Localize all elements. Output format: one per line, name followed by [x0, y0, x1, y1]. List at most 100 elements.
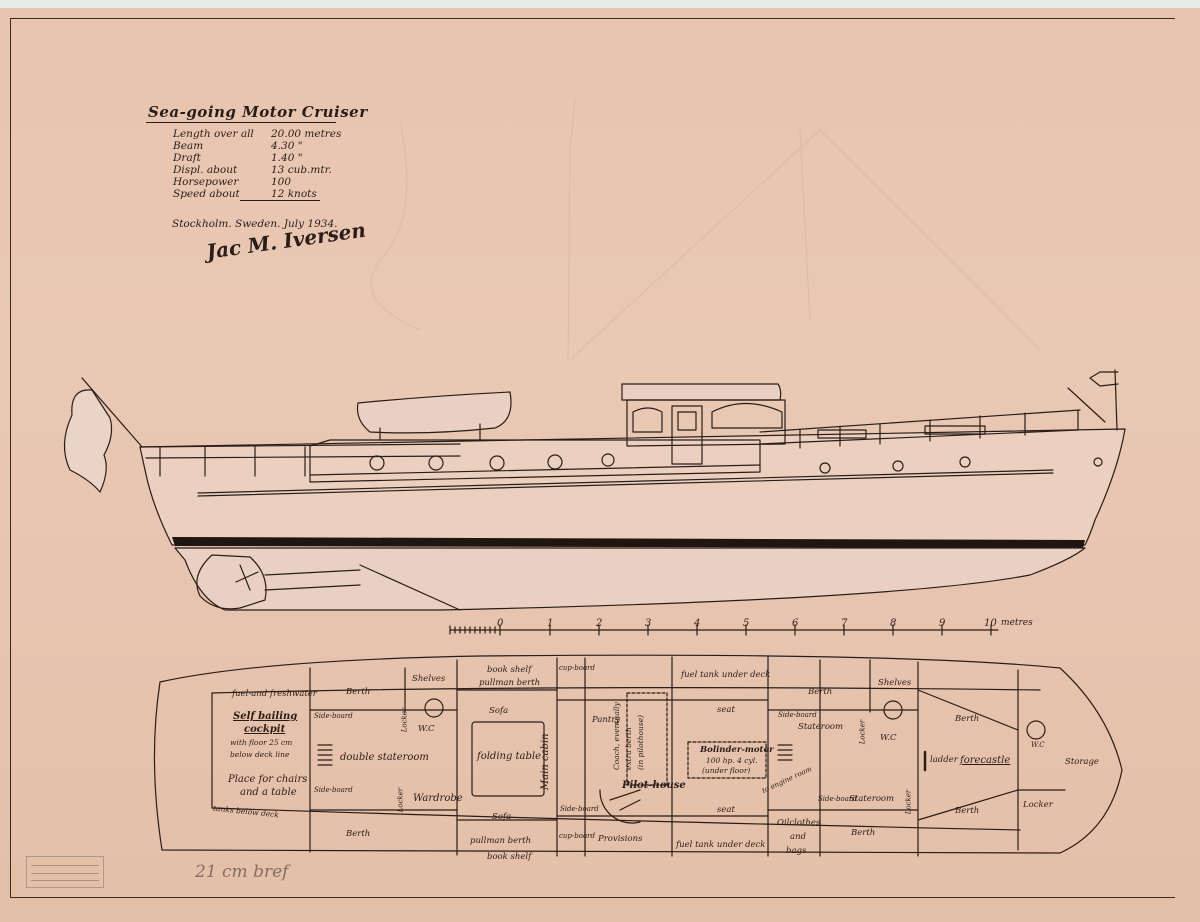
- label-wc-fwd: W.C: [880, 733, 897, 743]
- label-floor-note: with floor 25 cm: [230, 738, 293, 747]
- label-pilot-house: Pilot-house: [622, 780, 686, 791]
- foredeck-rail: [759, 409, 1081, 449]
- plan-outline: [153, 654, 1123, 854]
- folding-table-shape: [471, 721, 545, 797]
- label-fuel-freshwater: fuel-and freshwater: [232, 689, 317, 699]
- label-stateroom-fwd: Stateroom: [798, 722, 844, 732]
- label-fuel-tank-bottom: fuel tank under deck: [676, 840, 766, 850]
- aft-rail: [139, 443, 461, 477]
- label-floor-note: below deck line: [230, 750, 290, 759]
- pilot-house: [621, 383, 786, 465]
- plan-sheer-line: [211, 687, 1041, 694]
- label-locker: Locker: [904, 789, 913, 815]
- spec-rule: [240, 200, 320, 201]
- scale-number: 0: [497, 618, 504, 629]
- ladders: [317, 744, 793, 766]
- portholes: [369, 453, 1103, 474]
- label-berth-aft-port: Berth: [346, 687, 371, 697]
- dinghy: [356, 391, 512, 441]
- label-locker: Locker: [396, 787, 405, 813]
- label-sofa-top: Sofa: [489, 706, 509, 716]
- scale-number: 9: [939, 618, 946, 629]
- label-shelves-fwd: Shelves: [878, 678, 912, 688]
- label-book-shelf-top: book shelf: [487, 665, 532, 675]
- scale-number: 3: [645, 618, 652, 629]
- spec-value: 100: [271, 176, 292, 188]
- label-cupboard-top: cup-board: [559, 664, 595, 672]
- label-cockpit: cockpit: [244, 724, 286, 735]
- propeller: [235, 564, 259, 591]
- label-sideboard: Side-board: [778, 711, 817, 719]
- label-bolinder: Bolinder-motor: [700, 745, 774, 755]
- spec-label: Draft: [173, 152, 201, 164]
- label-folding-table: folding table: [477, 751, 542, 762]
- spec-label: Length over all: [173, 128, 254, 140]
- label-seat: seat: [717, 805, 735, 815]
- wc-bow-bowl: [1026, 720, 1046, 740]
- label-cupboard-bottom: cup-board: [559, 832, 595, 840]
- label-storage: Storage: [1065, 757, 1099, 767]
- spec-value: 12 knots: [271, 188, 317, 200]
- wc-fwd-bowl: [883, 700, 903, 720]
- label-forecastle: forecastle: [960, 755, 1011, 766]
- engine-outline: [687, 741, 767, 779]
- label-sofa-bottom: Sofa: [492, 812, 512, 822]
- scale-number: 8: [890, 618, 897, 629]
- spec-label: Horsepower: [173, 176, 239, 188]
- spec-label: Beam: [173, 140, 204, 152]
- label-ladder: ladder: [930, 755, 958, 765]
- label-book-shelf-bottom: book shelf: [487, 852, 532, 862]
- drawing-title: Sea-going Motor Cruiser: [148, 103, 368, 121]
- scale-bar: [449, 624, 999, 636]
- label-sideboard: Side-board: [314, 712, 353, 720]
- scale-number: 4: [694, 618, 701, 629]
- label-place-chairs: and a table: [240, 787, 297, 798]
- label-berth-fwd-room: Berth: [955, 714, 980, 724]
- scale-number: 7: [841, 618, 848, 629]
- label-berth-stbd-fwd: Berth: [851, 828, 876, 838]
- label-wc-aft: W.C: [418, 724, 435, 734]
- scale-number: 6: [792, 618, 799, 629]
- label-locker: Locker: [858, 719, 867, 745]
- bow-flagstaff: [1067, 369, 1119, 431]
- label-sideboard: Side-board: [818, 795, 857, 803]
- underbody: [174, 547, 1086, 611]
- label-main-cabin: Main cabin: [540, 733, 551, 790]
- label-pullman-berth-top: pullman berth: [479, 678, 541, 688]
- label-locker-bow: Locker: [1023, 800, 1053, 810]
- scale-number: 2: [596, 618, 603, 629]
- place-date: Stockholm. Sweden. July 1934.: [172, 218, 338, 230]
- spec-value: 20.00 metres: [271, 128, 342, 140]
- label-wc-bow: W.C: [1031, 741, 1045, 749]
- deckhouse: [309, 439, 761, 483]
- pencil-sketch: [370, 99, 1041, 361]
- title-underline: [146, 122, 336, 123]
- rudder: [196, 554, 267, 610]
- label-oilclothes: Oilclothes: [777, 818, 821, 828]
- coach-outline: [626, 692, 668, 786]
- archive-stamp: [26, 856, 104, 888]
- plan-bulkheads: [309, 656, 1066, 857]
- label-coach-note: (in pilothouse): [636, 714, 645, 770]
- label-oilclothes: bags: [786, 846, 807, 856]
- label-place-chairs: Place for chairs: [228, 774, 308, 785]
- wc-aft-bowl: [424, 698, 444, 718]
- spec-value: 1.40 ": [271, 152, 303, 164]
- boot-topping: [172, 537, 1085, 548]
- label-oilclothes: and: [790, 832, 806, 842]
- label-self-bailing: Self bailing: [233, 711, 298, 722]
- label-pullman-berth-bottom: pullman berth: [470, 836, 532, 846]
- label-sideboard: Side-board: [314, 786, 353, 794]
- label-berth-bow-stbd: Berth: [955, 806, 980, 816]
- scale-number: 1: [547, 618, 554, 629]
- drawing-border: [10, 18, 1175, 898]
- label-coach-note: Coach, eventually: [612, 702, 621, 770]
- sheer-stripe: [197, 469, 1054, 494]
- companion-stair: [599, 789, 641, 824]
- label-bolinder: 100 hp. 4 cyl.: [706, 756, 758, 765]
- pencil-note: 21 cm bref: [195, 862, 289, 882]
- label-coach-note: extra berth: [624, 727, 633, 770]
- spec-value: 4.30 ": [271, 140, 303, 152]
- hull-profile: [139, 428, 1126, 546]
